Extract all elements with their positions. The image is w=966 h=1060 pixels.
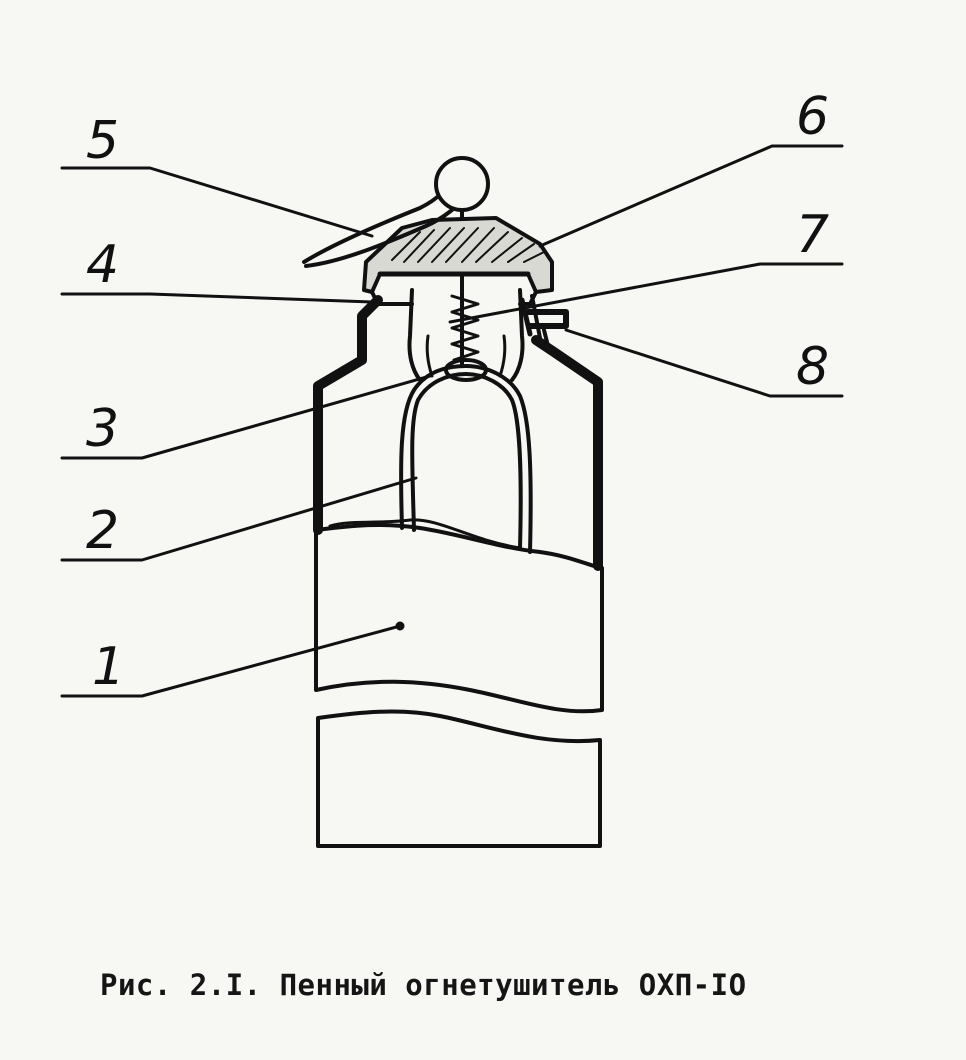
callout-6: 6 xyxy=(796,87,829,147)
leader-1 xyxy=(60,624,402,698)
callout-5: 5 xyxy=(86,111,119,171)
callout-7: 7 xyxy=(796,205,829,265)
figure-caption: Рис. 2.I. Пенный огнетушитель ОХП-IO xyxy=(100,968,747,1002)
leader-8 xyxy=(564,328,844,398)
leader-5 xyxy=(60,166,374,238)
callout-1: 1 xyxy=(92,637,125,697)
leader-7 xyxy=(448,262,844,324)
flask-neck xyxy=(407,288,525,382)
acid-flask xyxy=(410,372,523,550)
cut-line xyxy=(328,518,522,550)
extinguisher-shell-left xyxy=(313,295,383,535)
callout-8: 8 xyxy=(796,337,829,397)
leader-3 xyxy=(60,374,432,460)
leader-2 xyxy=(60,476,418,562)
nozzle xyxy=(525,309,569,329)
callout-4: 4 xyxy=(86,235,119,295)
leader-4 xyxy=(60,292,374,304)
extinguisher-shell-right xyxy=(531,335,603,571)
extinguisher-cap xyxy=(362,216,554,294)
lever-knob xyxy=(434,156,490,212)
callout-2: 2 xyxy=(86,501,119,561)
flask-stopper xyxy=(444,358,488,382)
callout-3: 3 xyxy=(86,399,119,459)
leader-6 xyxy=(538,144,844,248)
extinguisher-body-cylinder xyxy=(314,522,604,714)
spring xyxy=(450,294,480,362)
extinguisher-lower-body xyxy=(316,709,602,848)
